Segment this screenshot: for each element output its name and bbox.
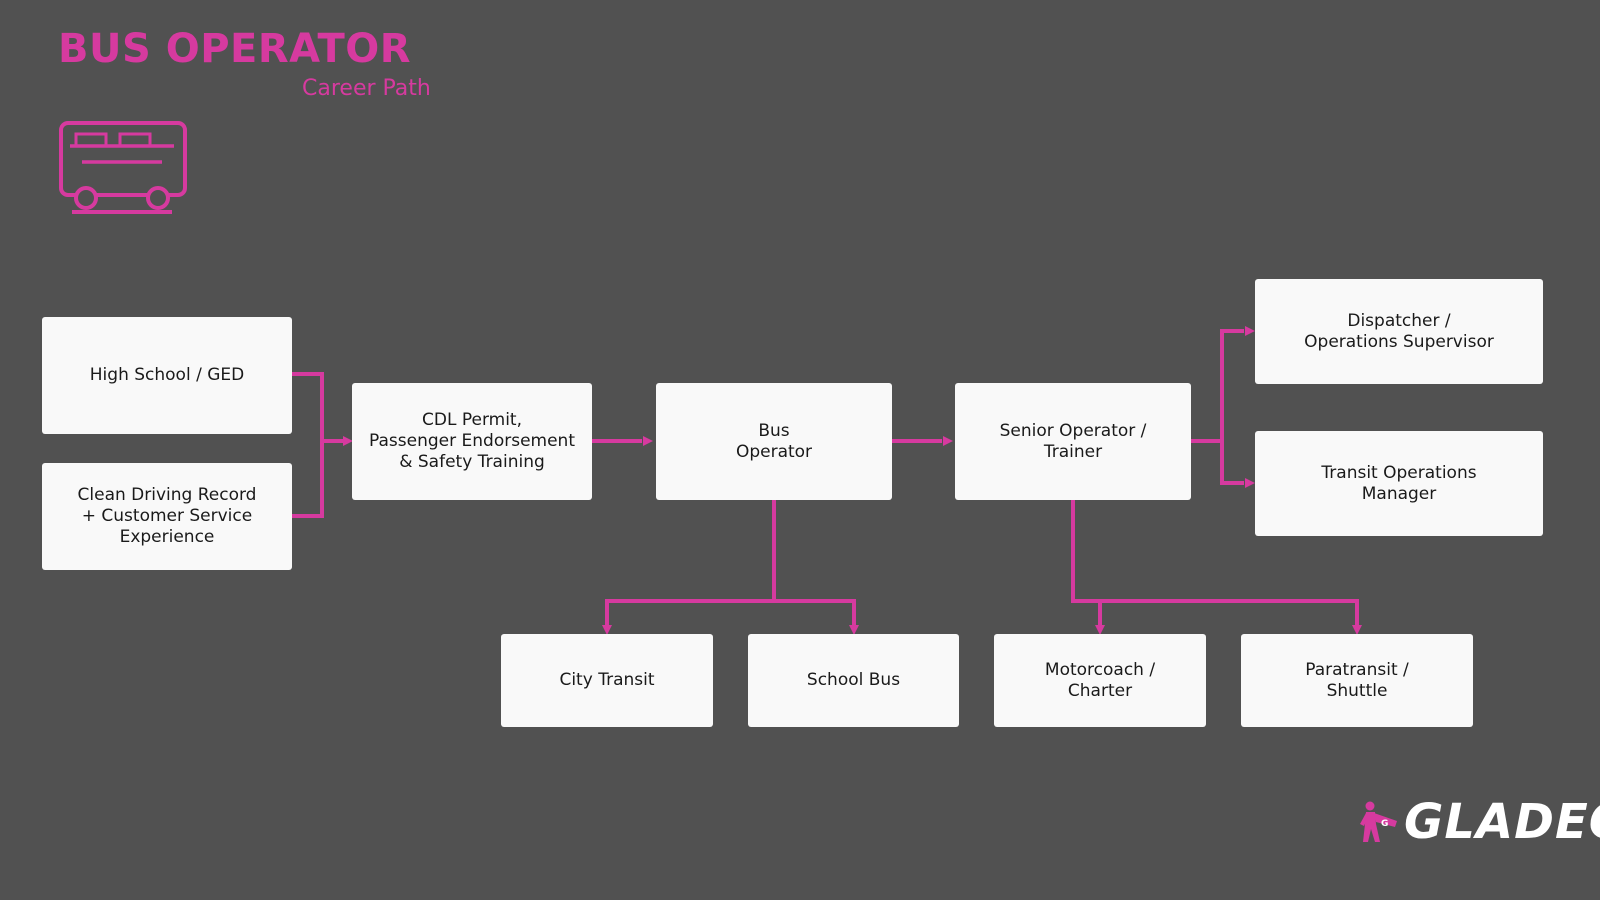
node-high-school: High School / GED — [42, 317, 292, 434]
gladeo-logo: G GLADEO ® — [1358, 794, 1600, 850]
node-paratransit: Paratransit / Shuttle — [1241, 634, 1473, 727]
connector-senior-to-paratransit — [1100, 599, 1359, 626]
node-dispatcher: Dispatcher / Operations Supervisor — [1255, 279, 1543, 384]
arrowhead-bus-operator — [643, 436, 653, 446]
connector-clean-driving-to-cdl — [292, 441, 324, 518]
node-bus-operator: Bus Operator — [656, 383, 892, 500]
connector-senior-to-transit-manager — [1220, 441, 1244, 485]
arrowhead-transit-manager — [1245, 478, 1255, 488]
node-transit-operations-manager: Transit Operations Manager — [1255, 431, 1543, 536]
node-school-bus: School Bus — [748, 634, 959, 727]
node-clean-driving-record: Clean Driving Record + Customer Service … — [42, 463, 292, 570]
logo-wordmark: GLADEO — [1404, 794, 1600, 850]
node-cdl-permit: CDL Permit, Passenger Endorsement & Safe… — [352, 383, 592, 500]
superhero-icon: G — [1360, 801, 1397, 842]
arrowhead-paratransit — [1352, 625, 1362, 635]
node-city-transit: City Transit — [501, 634, 713, 727]
page-title: BUS OPERATOR — [58, 26, 412, 72]
arrowhead-city-transit — [602, 625, 612, 635]
connector-bus-operator-to-school-bus — [774, 599, 856, 626]
arrowhead-cdl — [343, 436, 353, 446]
arrowhead-senior — [943, 436, 953, 446]
arrowhead-dispatcher — [1245, 326, 1255, 336]
connector-senior-to-dispatcher — [1191, 329, 1244, 443]
arrowhead-school-bus — [849, 625, 859, 635]
node-motorcoach: Motorcoach / Charter — [994, 634, 1206, 727]
svg-text:G: G — [1381, 819, 1388, 829]
arrowhead-motorcoach — [1095, 625, 1105, 635]
page-subtitle: Career Path — [302, 76, 431, 101]
bus-icon — [59, 121, 187, 214]
node-senior-operator: Senior Operator / Trainer — [955, 383, 1191, 500]
connector-senior-to-motorcoach — [1071, 500, 1102, 626]
connector-high-school-to-cdl — [292, 372, 344, 443]
connector-bus-operator-to-city-transit — [605, 500, 776, 626]
